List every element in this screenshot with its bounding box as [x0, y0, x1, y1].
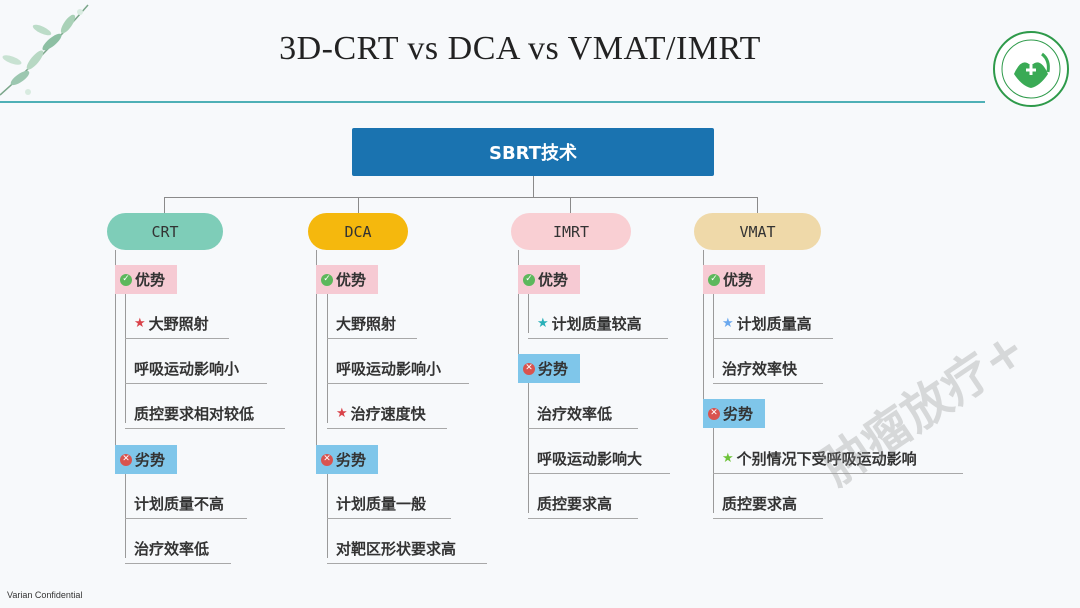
- category-dca: DCA: [308, 213, 408, 250]
- star-icon: ★: [722, 316, 734, 331]
- cross-circle-icon: ✕: [708, 408, 720, 420]
- tree-line: [316, 294, 317, 445]
- list-item: 计划质量一般: [327, 489, 451, 519]
- item-text: 对靶区形状要求高: [336, 538, 456, 559]
- pros-badge: ✓优势: [115, 265, 177, 294]
- pros-badge: ✓优势: [316, 265, 378, 294]
- list-item: 治疗效率低: [125, 534, 231, 564]
- list-item: 治疗效率快: [713, 354, 823, 384]
- list-item: ★治疗速度快: [327, 399, 447, 429]
- item-text: 呼吸运动影响小: [134, 358, 239, 379]
- check-circle-icon: ✓: [120, 274, 132, 286]
- item-text: 质控要求相对较低: [134, 403, 254, 424]
- branch-connector: [164, 197, 758, 198]
- cons-label: 劣势: [135, 449, 165, 470]
- list-item: 大野照射: [327, 309, 417, 339]
- list-item: 质控要求相对较低: [125, 399, 285, 429]
- title-divider: [0, 101, 985, 103]
- branch-drop-dca: [358, 197, 359, 213]
- item-text: 计划质量一般: [336, 493, 426, 514]
- pros-badge: ✓优势: [518, 265, 580, 294]
- list-item: 治疗效率低: [528, 399, 638, 429]
- branch-drop-imrt: [570, 197, 571, 213]
- branch-drop-vmat: [757, 197, 758, 213]
- root-connector: [533, 176, 534, 198]
- cons-badge: ✕劣势: [316, 445, 378, 474]
- star-icon: ★: [336, 406, 348, 421]
- cons-label: 劣势: [538, 358, 568, 379]
- list-item: 质控要求高: [528, 489, 638, 519]
- root-label: SBRT技术: [489, 139, 577, 165]
- list-item: 计划质量不高: [125, 489, 247, 519]
- item-text: 治疗效率快: [722, 358, 797, 379]
- list-item: 对靶区形状要求高: [327, 534, 487, 564]
- item-text: 治疗效率低: [537, 403, 612, 424]
- item-text: 计划质量较高: [552, 313, 642, 334]
- cons-label: 劣势: [723, 403, 753, 424]
- tree-line: [703, 294, 704, 399]
- cross-circle-icon: ✕: [120, 454, 132, 466]
- cons-badge: ✕劣势: [518, 354, 580, 383]
- cons-badge: ✕劣势: [703, 399, 765, 428]
- check-circle-icon: ✓: [523, 274, 535, 286]
- list-item: 呼吸运动影响大: [528, 444, 670, 474]
- cross-circle-icon: ✕: [321, 454, 333, 466]
- slide-title: 3D-CRT vs DCA vs VMAT/IMRT: [0, 30, 1040, 68]
- list-item: 质控要求高: [713, 489, 823, 519]
- category-crt: CRT: [107, 213, 223, 250]
- item-text: 呼吸运动影响大: [537, 448, 642, 469]
- cross-circle-icon: ✕: [523, 363, 535, 375]
- list-item: ★大野照射: [125, 309, 229, 339]
- item-text: 计划质量高: [737, 313, 812, 334]
- category-label: DCA: [344, 223, 371, 241]
- category-label: VMAT: [739, 223, 775, 241]
- star-icon: ★: [722, 451, 734, 466]
- pros-label: 优势: [135, 269, 165, 290]
- check-circle-icon: ✓: [708, 274, 720, 286]
- pros-label: 优势: [538, 269, 568, 290]
- category-label: CRT: [151, 223, 178, 241]
- pros-badge: ✓优势: [703, 265, 765, 294]
- list-item: ★计划质量高: [713, 309, 833, 339]
- list-item: ★计划质量较高: [528, 309, 668, 339]
- category-vmat: VMAT: [694, 213, 821, 250]
- list-item: 呼吸运动影响小: [125, 354, 267, 384]
- category-imrt: IMRT: [511, 213, 631, 250]
- item-text: 治疗速度快: [351, 403, 426, 424]
- root-node: SBRT技术: [352, 128, 714, 176]
- footer-note: Varian Confidential: [7, 590, 82, 600]
- item-text: 治疗效率低: [134, 538, 209, 559]
- cons-badge: ✕劣势: [115, 445, 177, 474]
- item-text: 呼吸运动影响小: [336, 358, 441, 379]
- category-label: IMRT: [553, 223, 589, 241]
- item-text: 质控要求高: [537, 493, 612, 514]
- star-icon: ★: [134, 316, 146, 331]
- pros-label: 优势: [336, 269, 366, 290]
- list-item: 呼吸运动影响小: [327, 354, 469, 384]
- check-circle-icon: ✓: [321, 274, 333, 286]
- item-text: 质控要求高: [722, 493, 797, 514]
- item-text: 计划质量不高: [134, 493, 224, 514]
- pros-label: 优势: [723, 269, 753, 290]
- hospital-logo: [992, 30, 1070, 108]
- item-text: 大野照射: [149, 313, 209, 334]
- cons-label: 劣势: [336, 449, 366, 470]
- tree-line: [115, 294, 116, 445]
- star-icon: ★: [537, 316, 549, 331]
- item-text: 大野照射: [336, 313, 396, 334]
- branch-drop-crt: [164, 197, 165, 213]
- tree-line: [518, 294, 519, 354]
